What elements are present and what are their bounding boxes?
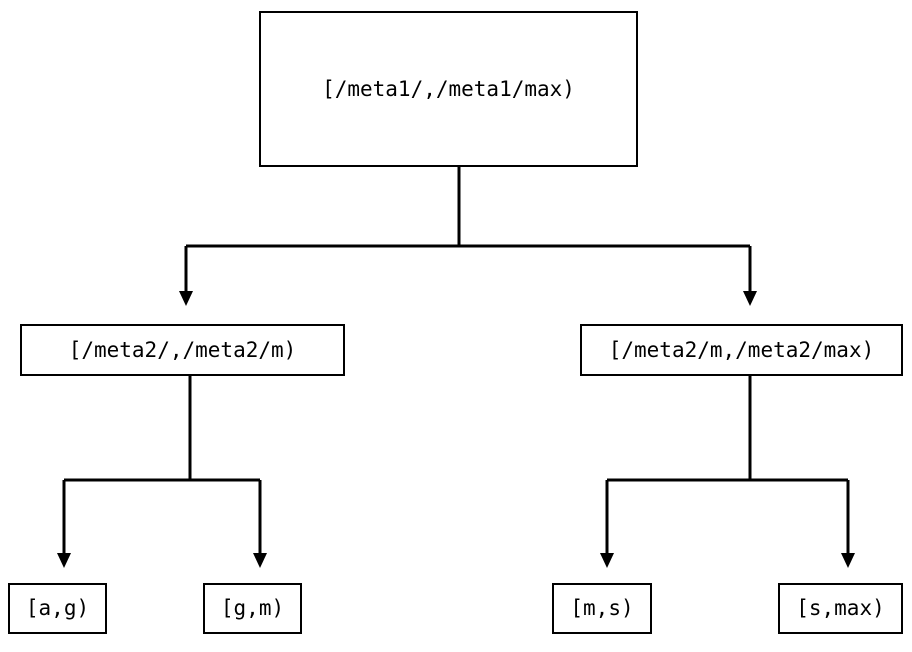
node-leaf-g-m[interactable]: [g,m) — [203, 583, 302, 634]
node-level2-left-label: [/meta2/,/meta2/m) — [68, 337, 297, 362]
node-level2-left[interactable]: [/meta2/,/meta2/m) — [20, 324, 345, 376]
node-leaf-m-s-label: [m,s) — [570, 596, 634, 620]
node-leaf-g-m-label: [g,m) — [220, 596, 285, 620]
arrowhead-to-level2-left — [179, 291, 193, 306]
node-root-label: [/meta1/,/meta1/max) — [322, 76, 575, 101]
arrowhead-to-leaf-a-g — [57, 553, 71, 568]
arrowhead-to-leaf-m-s — [600, 553, 614, 568]
arrowhead-to-level2-right — [743, 291, 757, 306]
node-leaf-m-s[interactable]: [m,s) — [552, 583, 652, 634]
node-level2-right[interactable]: [/meta2/m,/meta2/max) — [580, 324, 903, 376]
arrowhead-to-leaf-s-max — [841, 553, 855, 568]
edge-root-to-level2 — [184, 167, 752, 292]
node-level2-right-label: [/meta2/m,/meta2/max) — [608, 337, 875, 362]
node-leaf-s-max-label: [s,max) — [796, 596, 885, 620]
node-leaf-a-g-label: [a,g) — [25, 596, 90, 620]
node-leaf-s-max[interactable]: [s,max) — [778, 583, 903, 634]
edge-level2left-to-leaves — [62, 376, 262, 554]
node-root[interactable]: [/meta1/,/meta1/max) — [259, 11, 638, 167]
edge-level2right-to-leaves — [605, 376, 850, 554]
arrowhead-to-leaf-g-m — [253, 553, 267, 568]
node-leaf-a-g[interactable]: [a,g) — [8, 583, 107, 634]
